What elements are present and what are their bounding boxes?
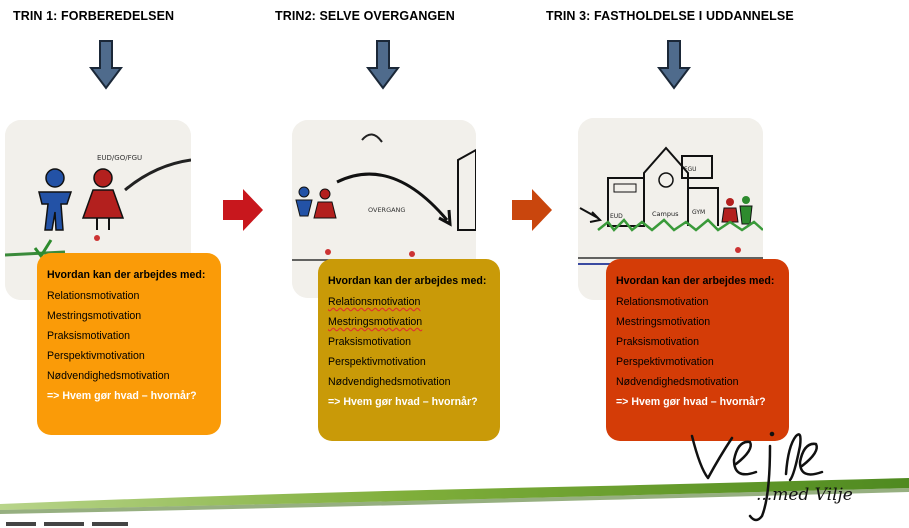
logo-tagline: ...med Vilje	[756, 485, 853, 505]
list-item-noedvendighedsmotivation: Nødvendighedsmotivation	[47, 370, 170, 382]
list-item-praksismotivation: Praksismotivation	[328, 336, 412, 348]
sketch-label-gym: GYM	[692, 209, 705, 216]
list-item-relationsmotivation: Relationsmotivation	[47, 290, 140, 302]
footnote-decoration	[6, 522, 128, 526]
list-item-relationsmotivation: Relationsmotivation	[328, 296, 421, 308]
list-item-perspektivmotivation: Perspektivmotivation	[616, 356, 714, 368]
down-arrow-icon	[366, 40, 400, 90]
card-question: => Hvem gør hvad – hvornår?	[616, 396, 766, 408]
list-item-praksismotivation: Praksismotivation	[47, 330, 131, 342]
list-item-praksismotivation: Praksismotivation	[616, 336, 700, 348]
list-item-noedvendighedsmotivation: Nødvendighedsmotivation	[616, 376, 739, 388]
card-title: Hvordan kan der arbejdes med:	[616, 275, 775, 287]
step-3-card: Hvordan kan der arbejdes med: Relationsm…	[606, 259, 789, 441]
card-title: Hvordan kan der arbejdes med:	[328, 275, 487, 287]
right-arrow-icon	[223, 189, 263, 231]
vejle-logo: ...med Vilje	[690, 431, 853, 522]
step-1-sketch-photo: EUD/GO/FGU	[5, 120, 191, 300]
list-item-mestringsmotivation: Mestringsmotivation	[616, 316, 711, 328]
down-arrow-icon	[89, 40, 123, 90]
sketch-label-fgu: FGU	[684, 166, 697, 173]
list-item-relationsmotivation: Relationsmotivation	[616, 296, 709, 308]
right-arrow-icon	[512, 189, 552, 231]
step-2-title: TRIN2: SELVE OVERGANGEN	[275, 9, 455, 23]
green-swoosh-band	[0, 478, 909, 514]
card-title: Hvordan kan der arbejdes med:	[47, 269, 206, 281]
list-item-noedvendighedsmotivation: Nødvendighedsmotivation	[328, 376, 451, 388]
sketch-label-campus: Campus	[652, 210, 679, 218]
down-arrow-icon	[657, 40, 691, 90]
list-item-mestringsmotivation: Mestringsmotivation	[328, 316, 423, 328]
card-question: => Hvem gør hvad – hvornår?	[328, 396, 478, 408]
sketch-label-edu: EUD/GO/FGU	[97, 154, 142, 162]
step-1-card: Hvordan kan der arbejdes med: Relationsm…	[37, 253, 221, 435]
list-item-perspektivmotivation: Perspektivmotivation	[47, 350, 145, 362]
step-1-title: TRIN 1: FORBEREDELSEN	[13, 9, 175, 23]
step-3-title: TRIN 3: FASTHOLDELSE I UDDANNELSE	[546, 9, 794, 23]
sketch-label-eud: EUD	[610, 213, 623, 220]
step-2-card: Hvordan kan der arbejdes med: Relationsm…	[318, 259, 500, 441]
card-question: => Hvem gør hvad – hvornår?	[47, 390, 197, 402]
sketch-label-transition: OVERGANG	[368, 206, 405, 214]
list-item-mestringsmotivation: Mestringsmotivation	[47, 310, 142, 322]
list-item-perspektivmotivation: Perspektivmotivation	[328, 356, 426, 368]
